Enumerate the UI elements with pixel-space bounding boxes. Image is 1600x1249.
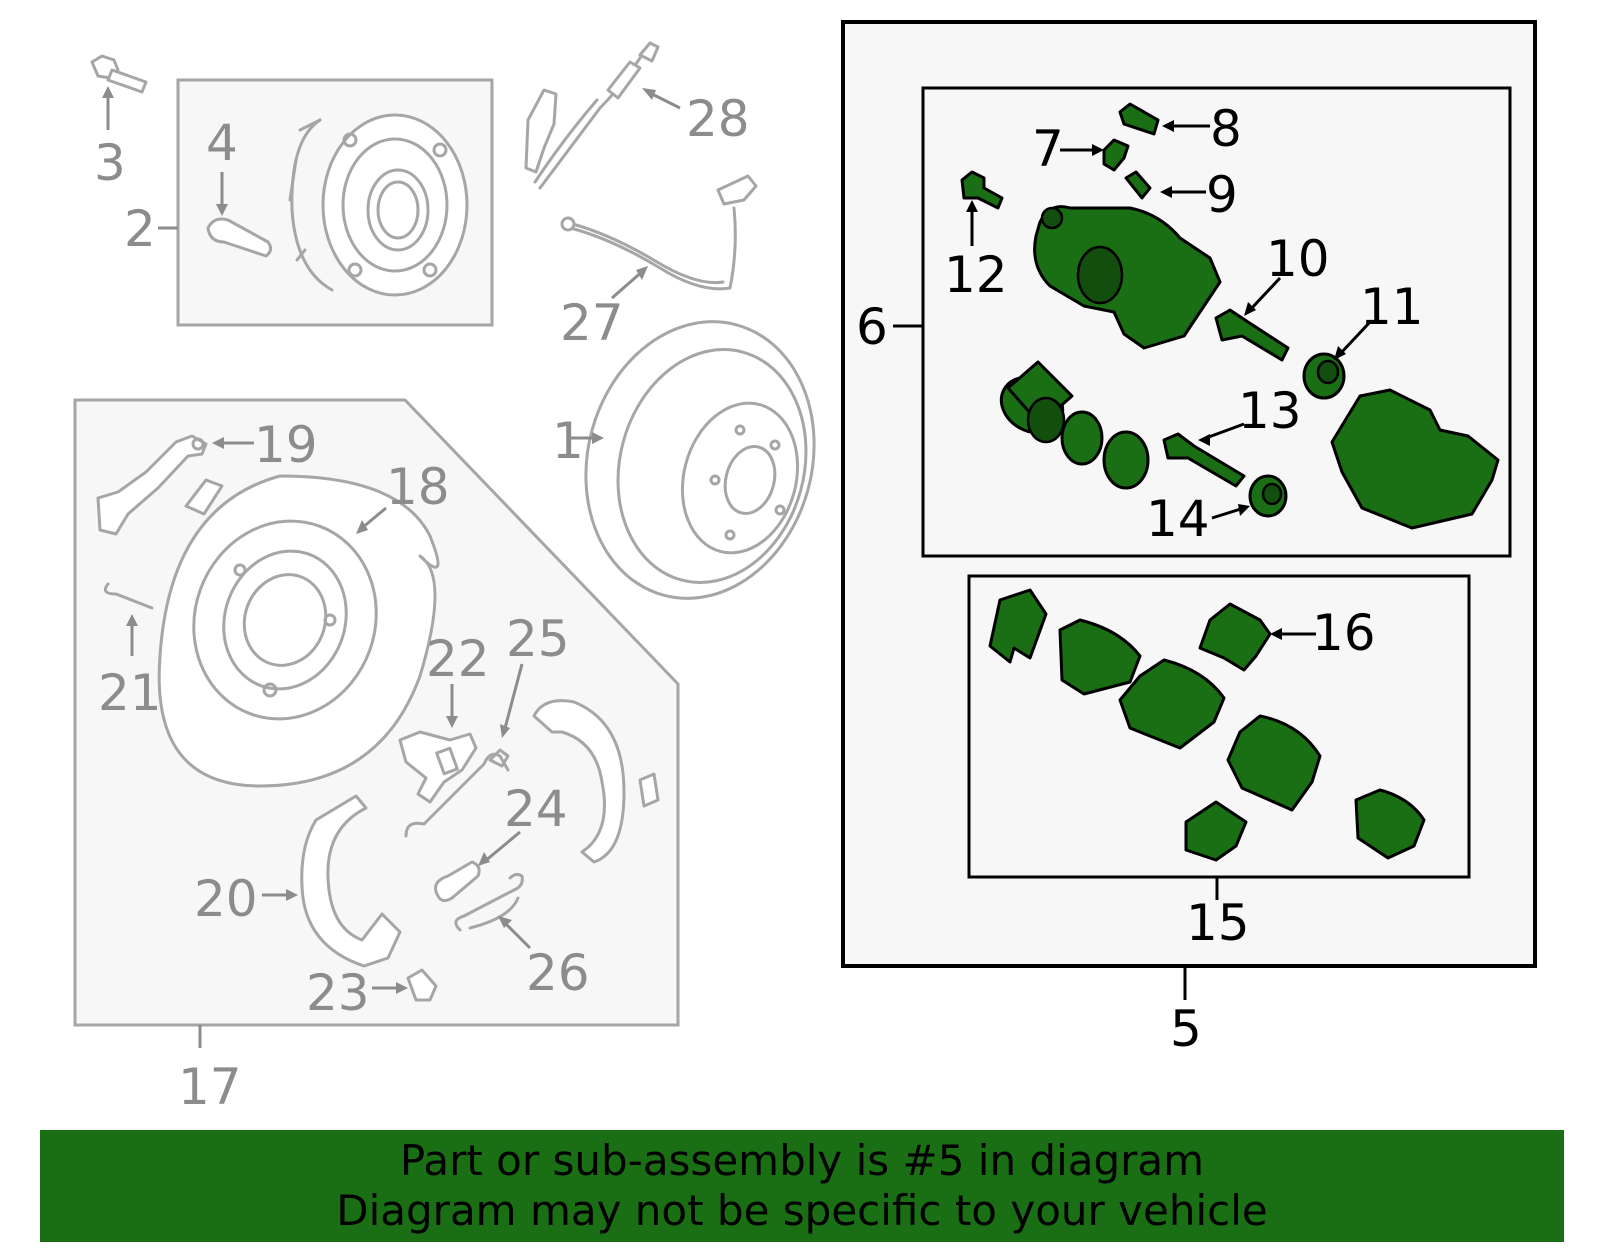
callout-19: 19 [254,416,318,474]
parking-lever-part-19[interactable] [96,434,208,536]
adjuster-nut[interactable] [638,772,660,808]
callout-2: 2 [124,200,156,258]
callout-17: 17 [178,1058,242,1116]
callout-16: 16 [1312,604,1376,662]
brake-pad-2[interactable] [1226,714,1322,812]
clip-part[interactable] [184,478,224,516]
bleeder-cap-part-7[interactable] [1102,138,1130,172]
callout-9: 9 [1206,166,1238,224]
abs-sensor-part-28[interactable] [524,41,660,190]
pad-shim-2[interactable] [1058,618,1142,696]
callout-18: 18 [386,458,450,516]
callout-7: 7 [1032,120,1064,178]
callout-8: 8 [1210,100,1242,158]
callout-6: 6 [856,298,888,356]
banner-line-1: Part or sub-assembly is #5 in diagram [399,1136,1205,1185]
info-banner: Part or sub-assembly is #5 in diagram Di… [40,1130,1564,1242]
callout-15: 15 [1186,894,1250,952]
brake-pad-1[interactable] [1118,658,1226,750]
banner-line-2: Diagram may not be specific to your vehi… [336,1186,1268,1235]
callout-23: 23 [306,964,370,1022]
callout-11: 11 [1360,278,1424,336]
spring-part-26[interactable] [454,872,524,932]
clip-part-23[interactable] [406,968,438,1002]
abutment-clip-part-16[interactable] [1198,602,1272,672]
caliper-bracket[interactable] [1330,388,1500,530]
callout-10: 10 [1266,230,1330,288]
brake-shoe-right[interactable] [532,699,626,864]
clip-part-8[interactable] [1118,102,1160,136]
callout-20: 20 [194,870,258,928]
abs-sensor-part-27[interactable] [560,174,758,291]
callout-1: 1 [552,412,584,470]
callout-25: 25 [506,610,570,668]
callout-21: 21 [98,664,162,722]
boot-part-11[interactable] [1302,352,1346,400]
brake-rotor-part-1[interactable] [556,296,845,624]
seal-ring-2[interactable] [1102,430,1150,490]
callout-27: 27 [560,294,624,352]
return-spring-part-24[interactable] [434,860,481,903]
callout-4: 4 [206,114,238,172]
pad-shim-1[interactable] [988,588,1048,664]
callout-28: 28 [686,90,750,148]
hub-bearing-part[interactable] [288,113,469,297]
callout-22: 22 [426,630,490,688]
bleeder-part-9[interactable] [1124,170,1152,200]
piston-part[interactable] [991,360,1074,444]
callout-3: 3 [94,134,126,192]
abutment-clip-lower[interactable] [1184,800,1248,862]
guide-pin-part-13[interactable] [1162,432,1246,488]
callout-26: 26 [526,944,590,1002]
bolt-part-3[interactable] [90,54,148,94]
bolt-part-12[interactable] [960,170,1004,210]
wheel-stud-part-4[interactable] [206,217,273,258]
callout-5: 5 [1170,1000,1202,1058]
pad-shim-3[interactable] [1354,788,1426,860]
guide-pin-part-10[interactable] [1214,308,1290,362]
seal-ring-1[interactable] [1060,410,1104,466]
brake-shoe-part-20[interactable] [300,794,402,968]
callout-13: 13 [1238,382,1302,440]
cotter-pin-part-21[interactable] [103,582,154,610]
adjuster-part-22[interactable] [398,730,478,804]
callout-24: 24 [504,780,568,838]
caliper-body[interactable] [1033,205,1222,350]
backing-plate-part-18[interactable] [157,474,440,788]
callout-12: 12 [944,246,1008,304]
spring-link-part-25[interactable] [404,748,510,838]
callout-14: 14 [1146,490,1210,548]
boot-part-14[interactable] [1248,474,1288,518]
